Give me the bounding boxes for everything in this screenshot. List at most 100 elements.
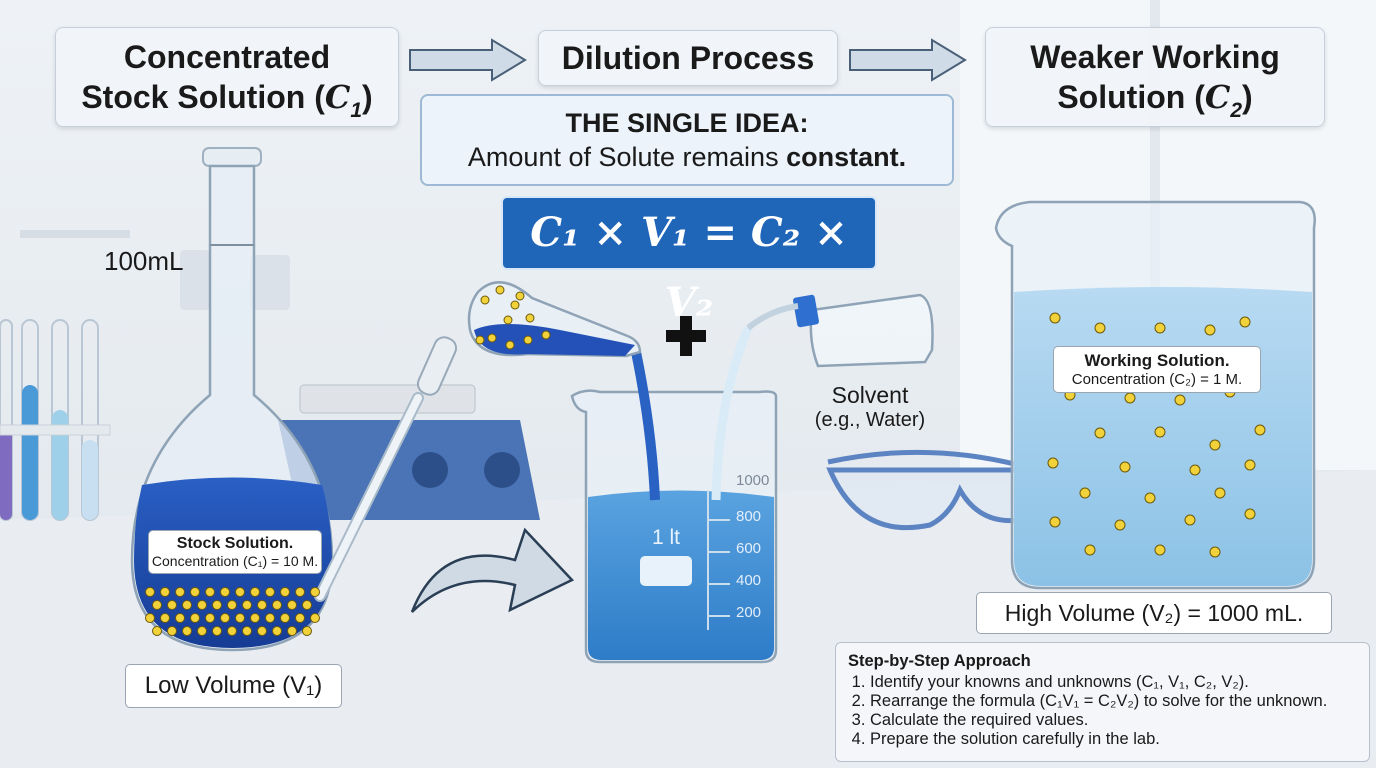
- particle: [1244, 459, 1256, 471]
- particle: [287, 626, 297, 636]
- particle: [487, 333, 497, 343]
- steps-list: Identify your knowns and unknowns (C₁, V…: [848, 673, 1357, 749]
- particle: [1184, 514, 1196, 526]
- particle: [280, 587, 290, 597]
- particle: [1144, 492, 1156, 504]
- graduation-label: 600: [736, 540, 762, 557]
- particle: [287, 600, 297, 610]
- particle: [182, 626, 192, 636]
- wash-bottle: [746, 293, 934, 368]
- particle: [227, 626, 237, 636]
- arrow-icon: [409, 38, 527, 82]
- solvent-example: (e.g., Water): [814, 409, 926, 431]
- steps-title: Step-by-Step Approach: [848, 652, 1031, 670]
- particle: [302, 600, 312, 610]
- particle: [475, 335, 485, 345]
- dilution-formula: C₁ × V₁ = C₂ × V₂: [501, 196, 877, 326]
- graduation-label: 800: [736, 508, 762, 525]
- particle: [227, 600, 237, 610]
- step-item: Identify your knowns and unknowns (C₁, V…: [870, 673, 1357, 692]
- particle: [190, 613, 200, 623]
- particle: [1154, 426, 1166, 438]
- particle: [242, 600, 252, 610]
- particle: [1209, 439, 1221, 451]
- particle: [295, 587, 305, 597]
- dilution-process-header: Dilution Process: [538, 30, 838, 86]
- particle: [310, 613, 320, 623]
- particle: [235, 587, 245, 597]
- stock-label-concentration: Concentration (C₁) = 10 M.: [151, 553, 319, 569]
- particle: [541, 330, 551, 340]
- particle: [250, 613, 260, 623]
- working-header-line1: Weaker Working: [1030, 39, 1280, 75]
- stock-label-title: Stock Solution.: [176, 535, 294, 552]
- stock-solution-header: Concentrated Stock Solution (C1): [55, 27, 399, 127]
- solvent-label: Solvent (e.g., Water): [795, 382, 945, 432]
- particle: [272, 600, 282, 610]
- graduation-label: 1000: [736, 472, 770, 489]
- working-label-title: Working Solution.: [1084, 351, 1230, 370]
- particle: [1204, 324, 1216, 336]
- particle: [302, 626, 312, 636]
- stock-solution-label: Stock Solution. Concentration (C₁) = 10 …: [148, 530, 322, 574]
- particle: [212, 600, 222, 610]
- particle: [205, 613, 215, 623]
- step-by-step-panel: Step-by-Step Approach Identify your know…: [835, 642, 1370, 762]
- particle: [145, 613, 155, 623]
- particle: [212, 626, 222, 636]
- particle: [250, 587, 260, 597]
- step-item: Rearrange the formula (C₁V₁ = C₂V₂) to s…: [870, 692, 1357, 711]
- particle: [160, 613, 170, 623]
- stock-header-line1: Concentrated: [123, 39, 331, 75]
- working-solution-header: Weaker Working Solution (C2): [985, 27, 1325, 127]
- particle: [242, 626, 252, 636]
- pouring-flask: [467, 281, 642, 358]
- particle: [152, 626, 162, 636]
- particle: [265, 587, 275, 597]
- particle: [182, 600, 192, 610]
- single-idea-box: THE SINGLE IDEA: Amount of Solute remain…: [420, 94, 954, 186]
- particle: [1079, 487, 1091, 499]
- particle: [235, 613, 245, 623]
- particle: [1254, 424, 1266, 436]
- particle: [523, 335, 533, 345]
- particle: [160, 587, 170, 597]
- arrow-icon: [849, 38, 967, 82]
- particle: [1114, 519, 1126, 531]
- solute-particles: [145, 285, 1266, 636]
- particle: [280, 613, 290, 623]
- particle: [197, 626, 207, 636]
- particle: [1084, 544, 1096, 556]
- working-header-line2: Solution (C2): [1057, 78, 1253, 122]
- particle: [1214, 487, 1226, 499]
- particle: [503, 315, 513, 325]
- particle: [197, 600, 207, 610]
- particle: [1189, 464, 1201, 476]
- central-beaker: [570, 389, 778, 664]
- particle: [1094, 427, 1106, 439]
- particle: [257, 600, 267, 610]
- particle: [1174, 394, 1186, 406]
- particle: [495, 285, 505, 295]
- particle: [265, 613, 275, 623]
- particle: [205, 587, 215, 597]
- particle: [257, 626, 267, 636]
- graduation-label: 200: [736, 604, 762, 621]
- particle: [1049, 516, 1061, 528]
- particle: [505, 340, 515, 350]
- step-item: Calculate the required values.: [870, 711, 1357, 730]
- particle: [1047, 457, 1059, 469]
- particle: [1239, 316, 1251, 328]
- particle: [295, 613, 305, 623]
- high-volume-label: High Volume (V₂) = 1000 mL.: [976, 592, 1332, 634]
- working-beaker: [994, 200, 1316, 590]
- particle: [515, 291, 525, 301]
- idea-text: Amount of Solute remains constant.: [467, 142, 907, 172]
- particle: [145, 587, 155, 597]
- pipette: [314, 336, 458, 602]
- working-solution-label: Working Solution. Concentration (C₂) = 1…: [1053, 346, 1261, 393]
- idea-heading: THE SINGLE IDEA:: [565, 108, 809, 138]
- particle: [310, 587, 320, 597]
- particle: [152, 600, 162, 610]
- particle: [190, 587, 200, 597]
